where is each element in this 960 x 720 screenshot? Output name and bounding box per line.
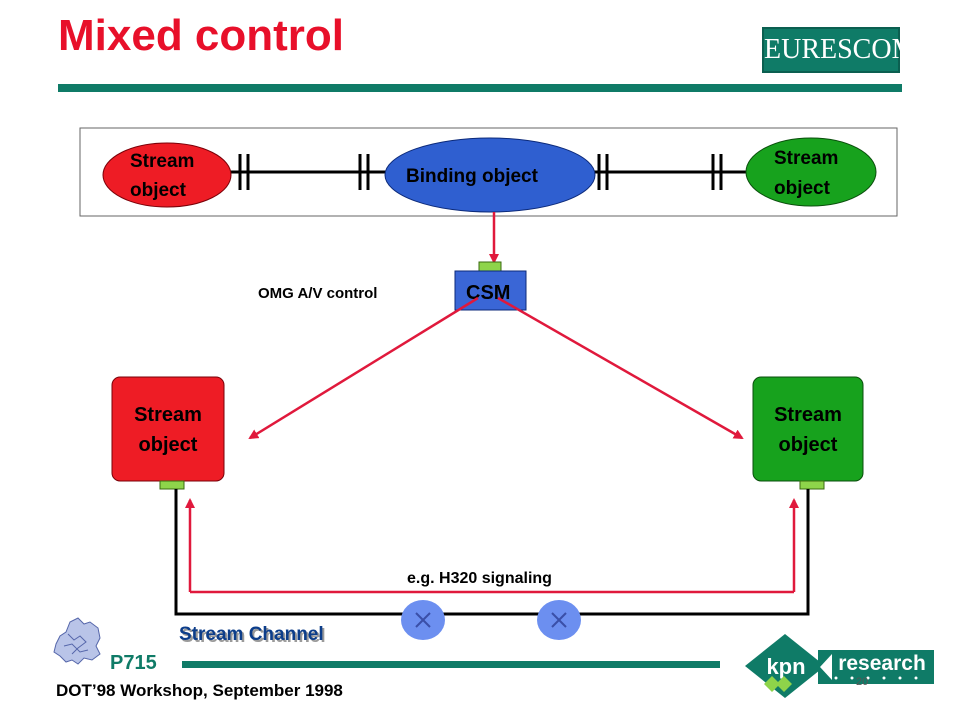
kpn-diamond-icon: [745, 634, 825, 698]
binding-object: [384, 137, 596, 213]
left-stream-line2: object: [139, 434, 198, 456]
title-rule: [58, 84, 902, 92]
signaling-label: e.g. H320 signaling: [407, 570, 552, 587]
kpn-logo-text: kpn: [766, 654, 805, 679]
top-left-stream-line2: object: [130, 180, 187, 201]
stream-channel-label-shadow: Stream Channel: [181, 626, 326, 647]
logo-dots: [834, 676, 918, 680]
switch-left: [401, 600, 445, 640]
cross-icon: [415, 612, 431, 628]
stream-channel-line: [174, 489, 810, 616]
right-stream-object: [752, 376, 864, 482]
omg-av-control-label: OMG A/V control: [258, 285, 377, 302]
slide-title: Mixed control: [58, 11, 345, 60]
page-number: 20: [856, 676, 869, 688]
project-code: P715: [110, 652, 157, 674]
top-right-stream-line1: Stream: [774, 148, 838, 169]
switch-right: [537, 600, 581, 640]
cross-icon: [551, 612, 567, 628]
left-stream-line1: Stream: [134, 404, 202, 426]
right-stream-line2: object: [779, 434, 838, 456]
left-stream-object: [111, 376, 225, 482]
stream-channel-label: Stream Channel: [179, 624, 324, 645]
csm-to-right-arrow: [497, 296, 744, 440]
csm-port: [478, 261, 502, 272]
left-stream-port: [159, 480, 185, 490]
binding-object-label: Binding object: [406, 166, 539, 187]
eurescom-logo: EURESCOM: [762, 27, 917, 73]
research-logo-text: research: [838, 652, 926, 675]
top-right-stream-object: [745, 137, 877, 207]
europe-map-icon: [53, 617, 101, 665]
right-stream-port: [799, 480, 825, 490]
top-left-stream-line1: Stream: [130, 151, 194, 172]
kpn-research-logo: kpn research: [745, 634, 934, 698]
footer-rule: [182, 661, 720, 668]
csm-to-left-arrow: [248, 296, 479, 440]
right-stream-line1: Stream: [774, 404, 842, 426]
top-left-stream-object: [102, 142, 232, 208]
top-right-stream-line2: object: [774, 178, 831, 199]
eurescom-logo-text: EURESCOM: [764, 34, 917, 65]
footer-workshop-text: DOT’98 Workshop, September 1998: [56, 681, 343, 700]
separator-bars: [238, 154, 723, 190]
